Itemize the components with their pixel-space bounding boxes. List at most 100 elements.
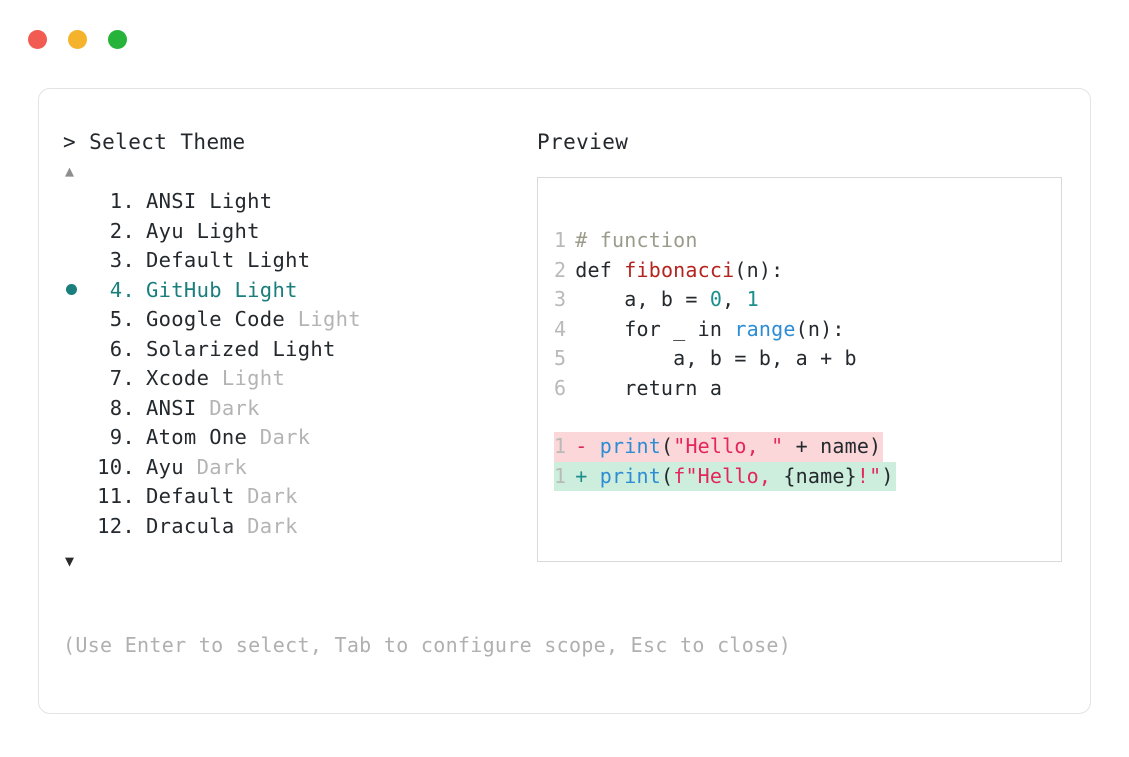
theme-list-item[interactable]: 11.Default Dark xyxy=(63,484,533,514)
keyboard-hint: (Use Enter to select, Tab to configure s… xyxy=(63,633,792,657)
theme-item-space xyxy=(197,189,210,213)
code-line: 5 a, b = b, a + b xyxy=(554,346,1059,376)
code-token: (n): xyxy=(734,257,784,282)
theme-item-variant: Dark xyxy=(259,425,311,449)
code-token: (n): xyxy=(795,316,845,341)
diff-line-wrapper: 1+ print(f"Hello, {name}!") xyxy=(538,461,1059,491)
theme-item-variant: Light xyxy=(234,277,298,302)
theme-list-item[interactable]: 5. Google Code Light xyxy=(63,307,533,337)
theme-item-variant: Light xyxy=(209,189,273,213)
theme-item-space xyxy=(247,425,260,449)
theme-item-index: 6. xyxy=(109,336,135,361)
theme-item-name: Solarized xyxy=(146,336,260,361)
theme-item-space xyxy=(184,455,197,479)
theme-item-space xyxy=(285,307,298,331)
code-token: print xyxy=(599,463,661,488)
theme-item-name: Default xyxy=(146,484,235,508)
theme-item-space xyxy=(235,248,248,272)
page-title: > Select Theme xyxy=(63,130,246,154)
theme-item-index: 12. xyxy=(97,513,135,538)
scroll-up-arrow-icon[interactable]: ▲ xyxy=(65,162,75,180)
code-token: ( xyxy=(660,463,674,488)
theme-list-item[interactable]: 12. Dracula Dark xyxy=(63,514,533,544)
theme-item-space xyxy=(235,514,248,538)
theme-item-name: Default xyxy=(146,248,235,272)
theme-list-item[interactable]: 10. Ayu Dark xyxy=(63,455,533,485)
diff-line-wrapper: 1- print("Hello, " + name) xyxy=(538,432,1059,462)
code-token: # function xyxy=(575,228,698,252)
theme-item-index: 1. xyxy=(109,189,135,213)
theme-item-variant: Light xyxy=(221,366,286,390)
code-token: {name} xyxy=(783,463,857,488)
theme-item-space xyxy=(222,278,235,302)
theme-item-index: 8. xyxy=(109,395,135,420)
theme-item-index: 3. xyxy=(109,248,135,272)
code-token: def xyxy=(575,257,625,282)
theme-item-space xyxy=(235,484,248,508)
code-token: return a xyxy=(575,375,723,400)
code-line: 6 return a xyxy=(554,376,1059,406)
code-token: !" xyxy=(856,463,882,488)
theme-item-variant: Dark xyxy=(247,484,298,508)
theme-item-name: GitHub xyxy=(146,277,222,302)
window-maximize-button[interactable] xyxy=(108,30,127,49)
theme-item-variant: Dark xyxy=(196,454,248,479)
code-token: a, b = xyxy=(575,287,710,311)
theme-item-space xyxy=(184,219,197,243)
theme-item-variant: Light xyxy=(247,248,311,272)
diff-marker: - xyxy=(575,434,600,458)
theme-list-item[interactable]: 8.ANSI Dark xyxy=(63,396,533,426)
theme-item-space xyxy=(260,337,273,361)
theme-item-variant: Light xyxy=(196,218,260,243)
theme-item-name: Ayu xyxy=(146,218,184,243)
code-token: fibonacci xyxy=(624,257,735,282)
theme-item-name: Xcode xyxy=(146,366,210,390)
theme-list-item[interactable]: 4.GitHub Light xyxy=(63,278,533,308)
theme-list-item[interactable]: 6. Solarized Light xyxy=(63,337,533,367)
code-spacer xyxy=(554,405,1059,432)
code-token: f"Hello, xyxy=(673,463,784,488)
theme-item-variant: Dark xyxy=(247,513,298,538)
theme-item-name: Google Code xyxy=(146,307,286,331)
theme-list-item[interactable]: 7. Xcode Light xyxy=(63,366,533,396)
diff-marker: + xyxy=(575,463,600,488)
window-close-button[interactable] xyxy=(28,30,47,49)
window-minimize-button[interactable] xyxy=(68,30,87,49)
code-line: 3 a, b = 0, 1 xyxy=(554,287,1059,317)
theme-item-space xyxy=(197,396,210,420)
theme-item-index: 5. xyxy=(109,307,135,331)
theme-list-item[interactable]: 9.Atom One Dark xyxy=(63,425,533,455)
theme-item-variant: Light xyxy=(297,307,361,331)
code-line: 2 def fibonacci(n): xyxy=(554,258,1059,288)
theme-list-item[interactable]: 1.ANSI Light xyxy=(63,189,533,219)
diff-line-add: 1+ print(f"Hello, {name}!") xyxy=(554,461,896,491)
code-token: + name) xyxy=(783,434,882,458)
code-token: ) xyxy=(881,463,894,488)
theme-list-item[interactable]: 3. Default Light xyxy=(63,248,533,278)
diff-line-number: 1 xyxy=(554,434,567,458)
theme-item-space xyxy=(209,366,222,390)
code-line-number: 4 xyxy=(554,316,567,341)
theme-item-name: Dracula xyxy=(146,513,235,538)
code-line-number: 3 xyxy=(554,287,567,311)
theme-list-item[interactable]: 2. Ayu Light xyxy=(63,219,533,249)
code-line-number: 6 xyxy=(554,375,567,400)
code-line: 1# function xyxy=(554,228,1059,258)
theme-item-name: Ayu xyxy=(146,454,184,479)
theme-item-index: 2. xyxy=(109,218,135,243)
window-traffic-lights xyxy=(28,30,127,49)
code-line-number: 2 xyxy=(554,257,567,282)
theme-item-index: 10. xyxy=(97,454,135,479)
code-token: print xyxy=(599,434,661,458)
theme-item-variant: Light xyxy=(272,336,336,361)
theme-item-index: 7. xyxy=(109,366,135,390)
code-token: a, b = b, a + b xyxy=(575,346,857,370)
diff-line-del: 1- print("Hello, " + name) xyxy=(554,432,884,462)
scroll-down-arrow-icon[interactable]: ▼ xyxy=(65,552,75,570)
theme-item-variant: Dark xyxy=(209,395,260,420)
